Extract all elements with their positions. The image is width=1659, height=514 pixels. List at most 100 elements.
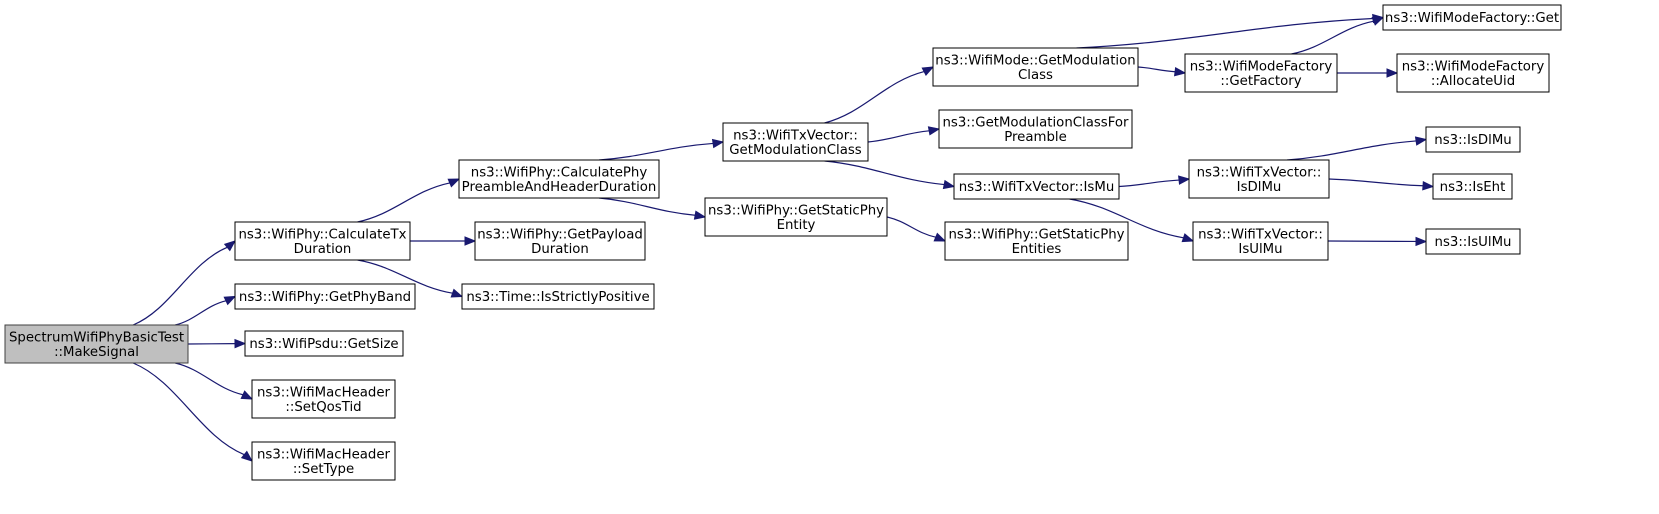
node-label-line: Duration [294,242,352,257]
node-label-line: Class [1018,68,1053,83]
edge-arrowhead [927,126,941,136]
edge-arrowhead [450,288,464,298]
node-label-line: SpectrumWifiPhyBasicTest [9,330,184,345]
edge-arrowhead [223,295,237,306]
edge-make-signal-to-psdu-get-size [187,338,247,349]
edge-factory-get-factory-to-factory-get [1291,16,1385,55]
edge-line [1118,179,1180,188]
node-set-qos-tid[interactable]: ns3::WifiMacHeader::SetQosTid [251,379,396,419]
edge-arrowhead [1173,66,1187,77]
edge-txv-get-mod-to-mod-for-preamble [867,126,941,143]
node-label-line: Preamble [1004,130,1067,145]
node-box [244,330,404,357]
node-is-strictly-positive[interactable]: ns3::Time::IsStrictlyPositive [461,283,655,310]
node-make-signal[interactable]: SpectrumWifiPhyBasicTest::MakeSignal [4,324,189,364]
edge-make-signal-to-get-phy-band [175,295,237,326]
edge-make-signal-to-calc-tx [132,240,237,326]
node-label-line: ns3::WifiPhy::CalculatePhy [471,165,648,180]
node-label-line: PreambleAndHeaderDuration [462,180,657,195]
edge-txv-is-ul-mu-to-is-ul-mu [1327,236,1428,247]
node-label-line: ns3::GetModulationClassFor [942,115,1129,130]
node-box [1382,4,1562,31]
node-set-type[interactable]: ns3::WifiMacHeader::SetType [251,441,396,481]
edge-calc-tx-to-get-payload [410,236,477,246]
node-label-line: ns3::WifiTxVector:: [1197,165,1322,180]
edge-mode-get-mod-to-factory-get [1076,13,1385,49]
edge-arrowhead [921,66,935,77]
node-box [944,221,1129,261]
edge-line [357,182,450,223]
edge-line [598,142,714,161]
edge-txv-is-dl-mu-to-is-dl-mu [1286,136,1428,161]
edge-arrowhead [693,210,707,220]
edge-get-static-entity-to-get-static-entities [886,216,947,242]
edge-arrowhead [240,450,254,462]
node-label-line: ns3::IsUlMu [1435,235,1512,250]
edge-line [824,71,925,124]
node-box [234,221,411,261]
node-label-line: Entity [777,218,816,233]
node-txv-is-mu[interactable]: ns3::WifiTxVector::IsMu [953,173,1120,200]
edge-txv-get-mod-to-txv-is-mu [824,160,956,190]
node-factory-allocate[interactable]: ns3::WifiModeFactory::AllocateUid [1396,53,1550,93]
node-is-ul-mu[interactable]: ns3::IsUlMu [1425,228,1521,255]
node-label-line: ns3::WifiPsdu::GetSize [249,337,398,352]
node-factory-get-factory[interactable]: ns3::WifiModeFactory::GetFactory [1184,53,1338,93]
edge-line [1137,66,1176,73]
node-txv-get-mod[interactable]: ns3::WifiTxVector::GetModulationClass [722,122,869,162]
edge-line [1328,178,1424,187]
node-box [458,159,660,199]
edge-calc-preamble-to-txv-get-mod [598,138,725,161]
node-calc-preamble[interactable]: ns3::WifiPhy::CalculatePhyPreambleAndHea… [458,159,660,199]
node-is-dl-mu[interactable]: ns3::IsDlMu [1425,126,1521,153]
node-label-line: GetModulationClass [729,143,862,158]
edge-arrowhead [942,179,956,190]
edge-mode-get-mod-to-factory-get-factory [1137,66,1187,77]
node-label-line: ::GetFactory [1220,74,1301,89]
edge-arrowhead [1371,16,1385,26]
edge-txv-is-mu-to-txv-is-ul-mu [1069,198,1195,243]
node-psdu-get-size[interactable]: ns3::WifiPsdu::GetSize [244,330,404,357]
nodes-layer: SpectrumWifiPhyBasicTest::MakeSignalns3:… [4,4,1562,481]
node-label-line: ns3::WifiPhy::GetStaticPhy [708,203,884,218]
node-factory-get[interactable]: ns3::WifiModeFactory::Get [1382,4,1562,31]
node-txv-is-ul-mu[interactable]: ns3::WifiTxVector::IsUlMu [1192,221,1329,261]
edge-line [1291,20,1374,55]
edge-line [132,362,245,456]
edge-make-signal-to-set-type [132,362,254,462]
node-label-line: ns3::WifiMacHeader [257,385,391,400]
edge-line [132,246,228,326]
edge-line [1076,17,1374,49]
node-label-line: ns3::WifiModeFactory::Get [1385,11,1559,26]
edge-txv-get-mod-to-mode-get-mod [824,66,935,124]
edge-arrowhead [1178,175,1191,185]
node-box [251,441,396,481]
node-label-line: IsDlMu [1237,180,1282,195]
node-box [704,197,888,237]
edge-line [175,300,227,326]
node-mode-get-mod[interactable]: ns3::WifiMode::GetModulationClass [932,47,1139,87]
node-box [932,47,1139,87]
node-label-line: ns3::Time::IsStrictlyPositive [466,290,649,305]
node-is-eht[interactable]: ns3::IsEht [1432,173,1513,200]
edge-make-signal-to-set-qos-tid [175,362,254,400]
edge-arrowhead [447,178,461,188]
node-label-line: ns3::WifiModeFactory [1402,59,1545,74]
node-box [1184,53,1338,93]
node-txv-is-dl-mu[interactable]: ns3::WifiTxVector::IsDlMu [1188,159,1330,199]
edge-line [867,130,930,143]
node-label-line: ns3::WifiMacHeader [257,447,391,462]
node-box [461,283,655,310]
edge-arrowhead [234,338,247,349]
edge-calc-tx-to-calc-preamble [357,178,461,223]
node-label-line: ns3::WifiTxVector::IsMu [959,180,1115,195]
node-box [722,122,869,162]
edge-line [1069,198,1184,239]
node-get-phy-band[interactable]: ns3::WifiPhy::GetPhyBand [234,283,416,310]
